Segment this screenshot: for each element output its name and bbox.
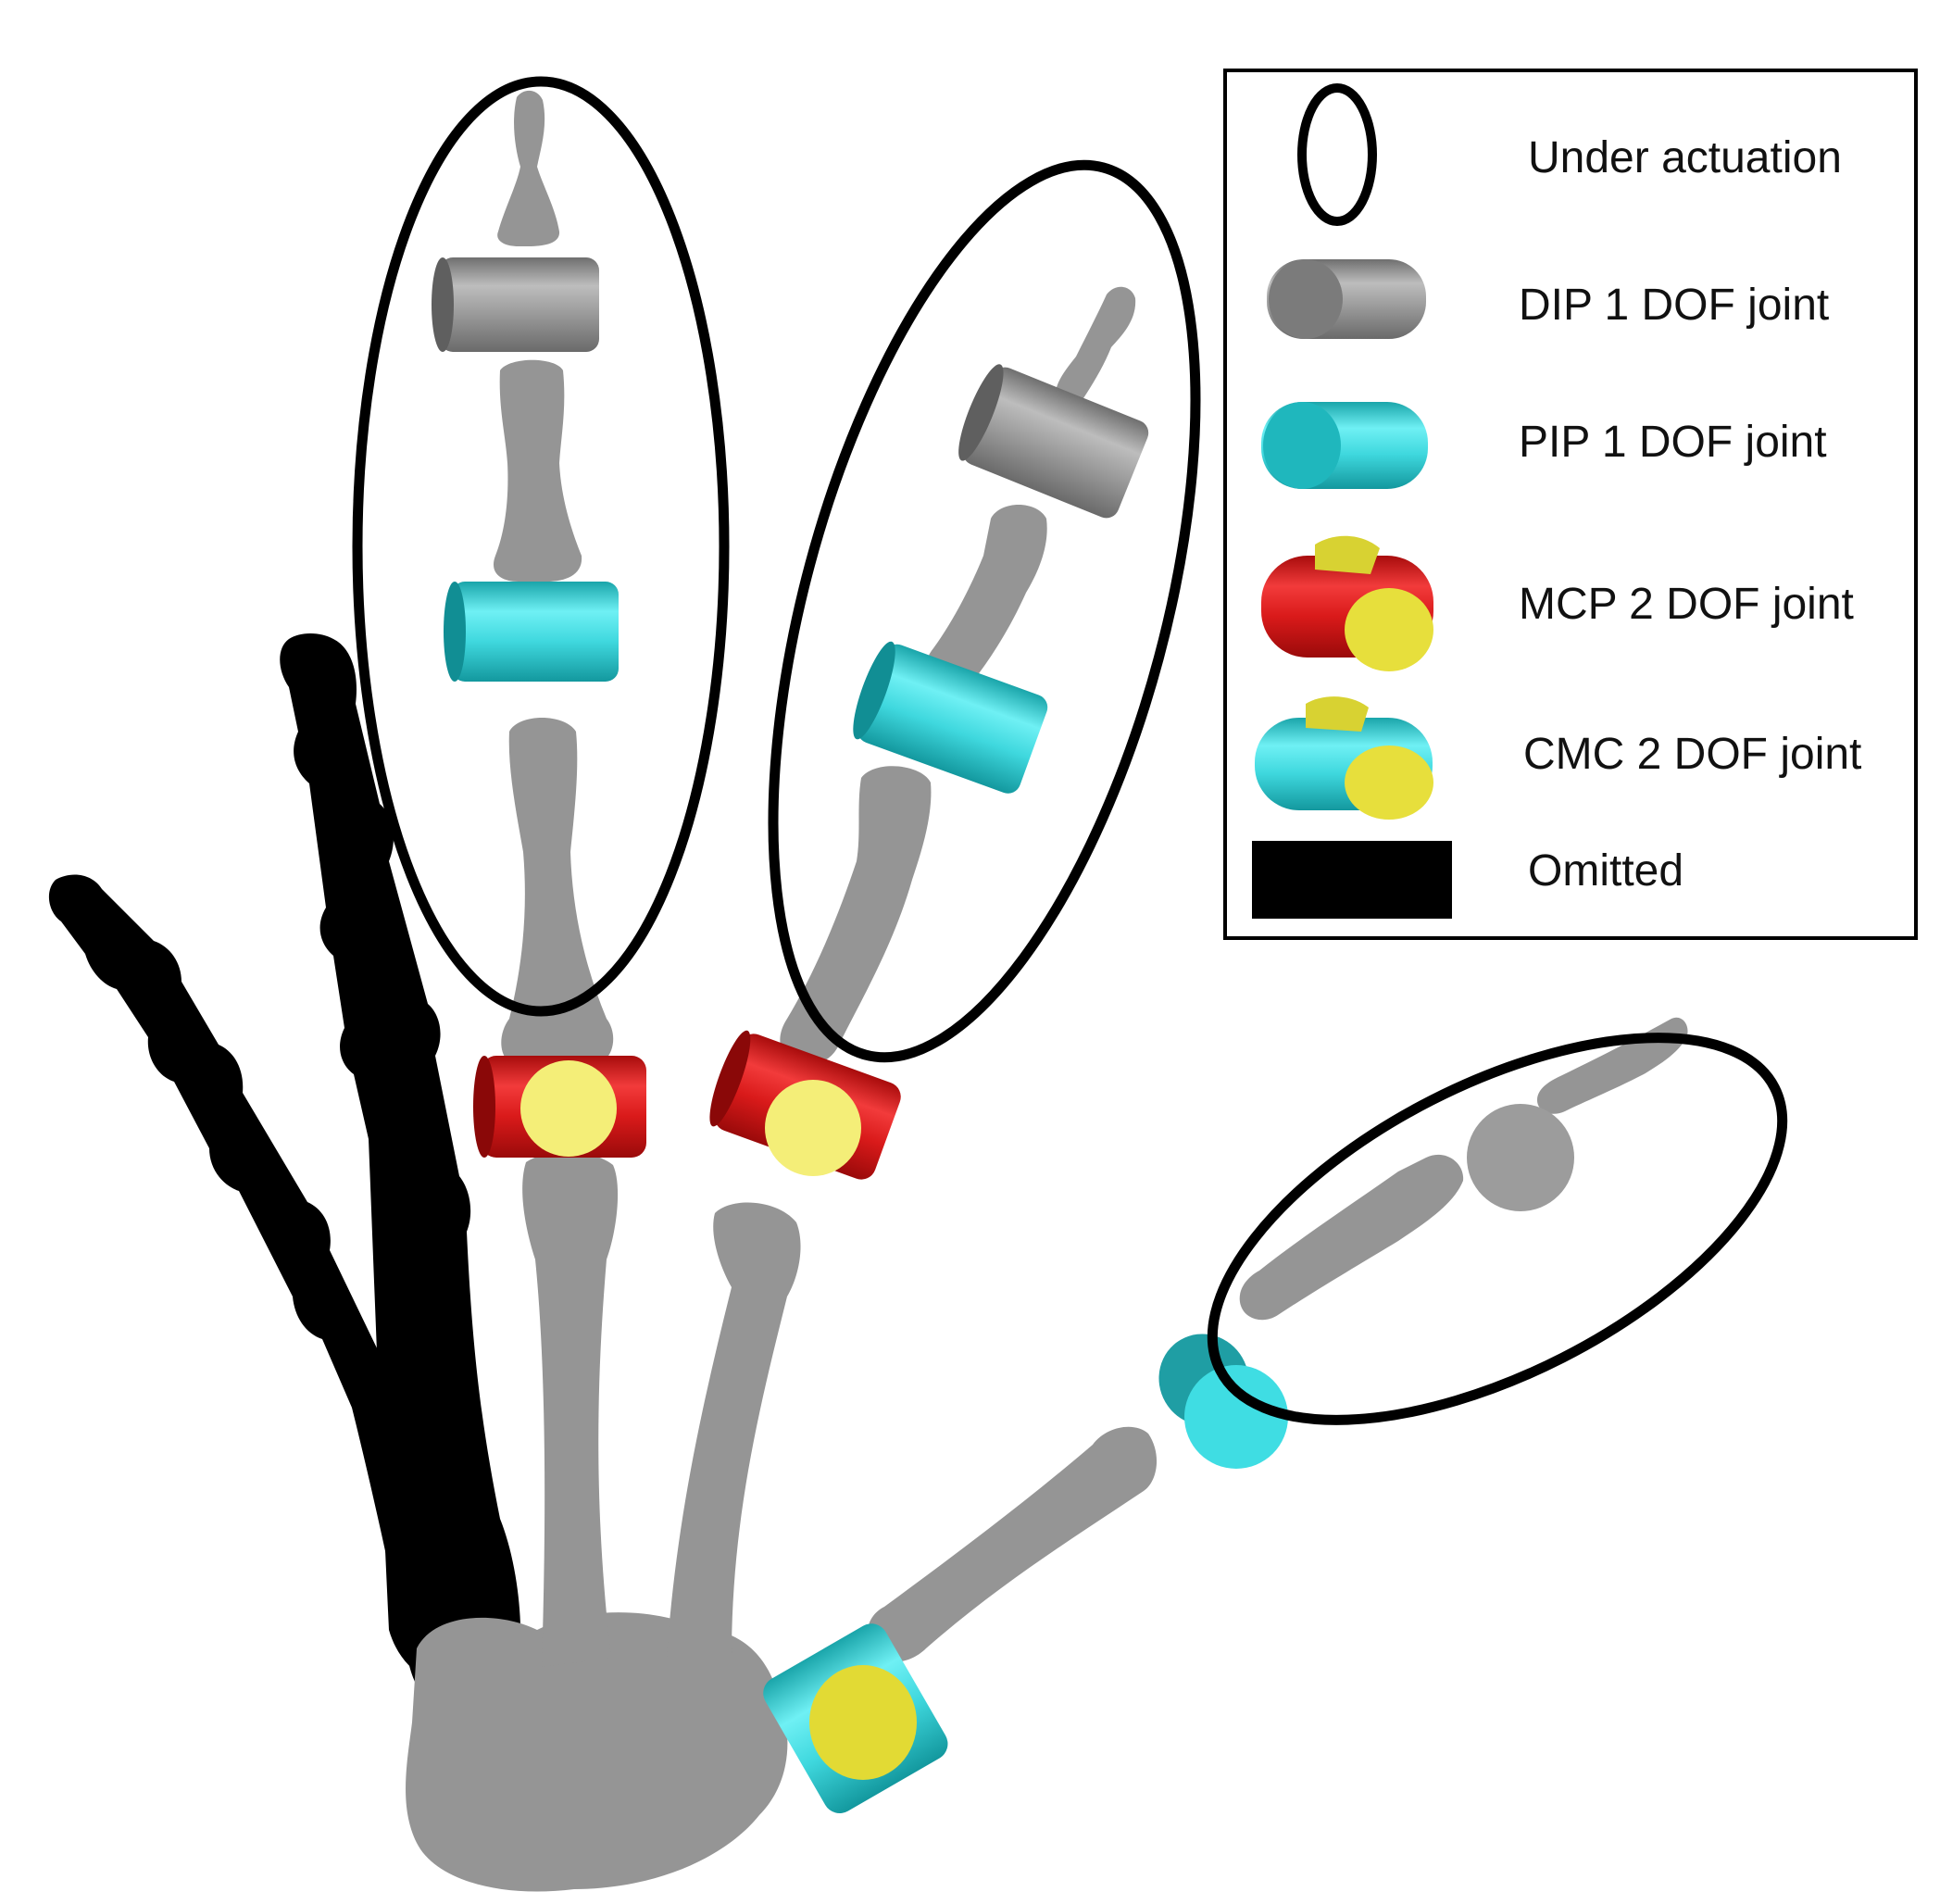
legend-pip-icon bbox=[1261, 402, 1428, 489]
under-actuation-outlines bbox=[352, 76, 1788, 1425]
legend-label-pip: PIP 1 DOF joint bbox=[1519, 418, 1827, 467]
carpal-bones bbox=[406, 1612, 788, 1892]
legend-dip-icon bbox=[1267, 259, 1426, 339]
legend-mcp-icon bbox=[1261, 535, 1433, 671]
cmc-joint bbox=[763, 1623, 948, 1814]
middle-dip-joint bbox=[958, 364, 1149, 519]
thumb-metacarpal bbox=[867, 1426, 1158, 1662]
thumb-ip-joint bbox=[1467, 1104, 1574, 1211]
thumb-proximal-phalanx bbox=[1239, 1154, 1464, 1321]
legend-ellipse-icon bbox=[1297, 83, 1377, 226]
thumb-mcp-joint bbox=[1158, 1334, 1288, 1469]
legend: Under actuation DIP 1 DOF joint PIP 1 DO… bbox=[1223, 69, 1918, 940]
thumb-outline bbox=[1207, 1033, 1788, 1425]
middle-pip-joint bbox=[853, 641, 1048, 794]
middle-metacarpal bbox=[667, 1202, 801, 1658]
legend-label-dip: DIP 1 DOF joint bbox=[1519, 281, 1829, 330]
index-distal-phalanx bbox=[497, 90, 560, 246]
omitted-fingers bbox=[48, 633, 521, 1717]
legend-label-mcp: MCP 2 DOF joint bbox=[1519, 580, 1854, 629]
middle-proximal-phalanx bbox=[780, 766, 932, 1065]
index-middle-phalanx bbox=[493, 359, 582, 582]
hand-skeleton bbox=[406, 90, 1688, 1892]
thumb-distal-phalanx bbox=[1537, 1017, 1688, 1114]
legend-label-omitted: Omitted bbox=[1528, 846, 1683, 896]
omitted-little-finger bbox=[48, 874, 486, 1717]
index-dip-joint bbox=[432, 257, 599, 352]
index-proximal-phalanx bbox=[501, 718, 614, 1065]
middle-distal-phalanx bbox=[1055, 286, 1136, 406]
middle-finger-outline bbox=[768, 159, 1201, 1063]
index-mcp-joint bbox=[473, 1056, 646, 1158]
index-pip-joint bbox=[444, 582, 619, 682]
index-metacarpal bbox=[522, 1152, 619, 1667]
omitted-ring-finger bbox=[280, 633, 521, 1689]
legend-cmc-icon bbox=[1255, 696, 1433, 820]
middle-middle-phalanx bbox=[925, 505, 1047, 690]
legend-omitted-icon bbox=[1252, 841, 1452, 919]
legend-label-cmc: CMC 2 DOF joint bbox=[1523, 730, 1861, 779]
middle-mcp-joint bbox=[709, 1030, 901, 1180]
legend-label-under-actuation: Under actuation bbox=[1528, 133, 1842, 182]
index-finger-outline bbox=[352, 76, 730, 1017]
